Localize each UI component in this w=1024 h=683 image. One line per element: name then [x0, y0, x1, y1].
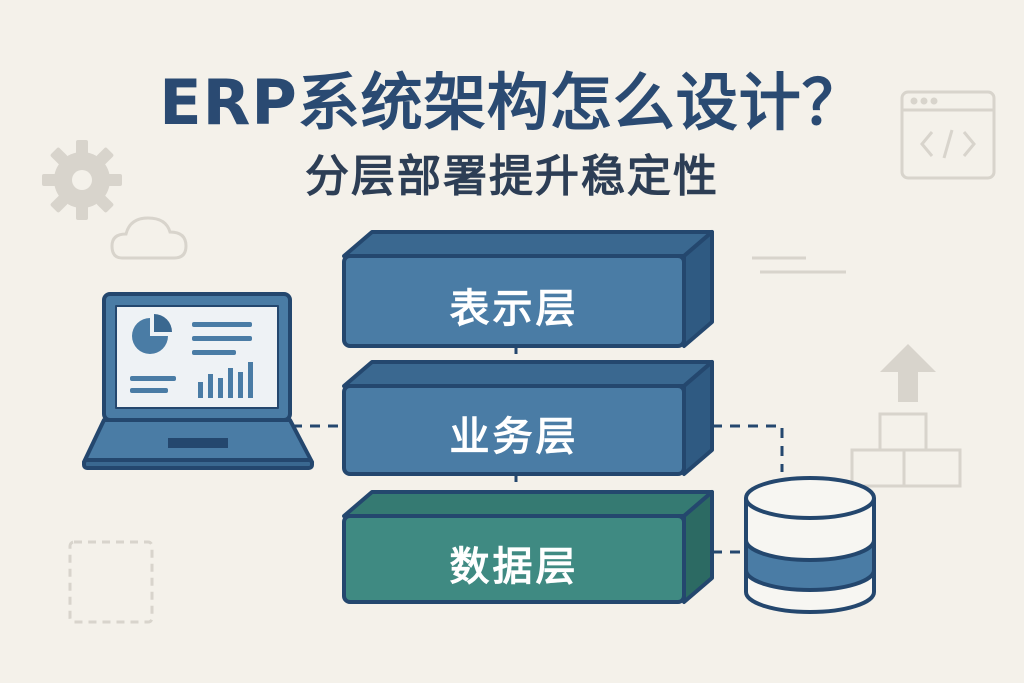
business-layer-box	[342, 360, 714, 476]
upload-arrow-icon	[880, 344, 936, 402]
blocks-icon	[850, 412, 962, 488]
presentation-layer-box	[342, 230, 714, 348]
gear-icon	[42, 140, 122, 220]
database-icon	[744, 476, 876, 614]
dashed-square-icon	[68, 540, 154, 624]
business-layer-label: 业务层	[449, 414, 579, 460]
data-layer-box	[342, 490, 714, 604]
presentation-layer-label: 表示层	[449, 286, 579, 332]
business-db-connector	[712, 424, 784, 472]
page-subtitle: 分层部署提升稳定性	[305, 151, 719, 202]
laptop-icon	[82, 292, 314, 470]
page-title: ERP系统架构怎么设计？	[159, 66, 865, 139]
dashboard-screen	[130, 314, 253, 398]
code-window-icon	[900, 90, 996, 180]
data-layer-label: 数据层	[449, 544, 579, 590]
cloud-icon	[110, 216, 188, 260]
